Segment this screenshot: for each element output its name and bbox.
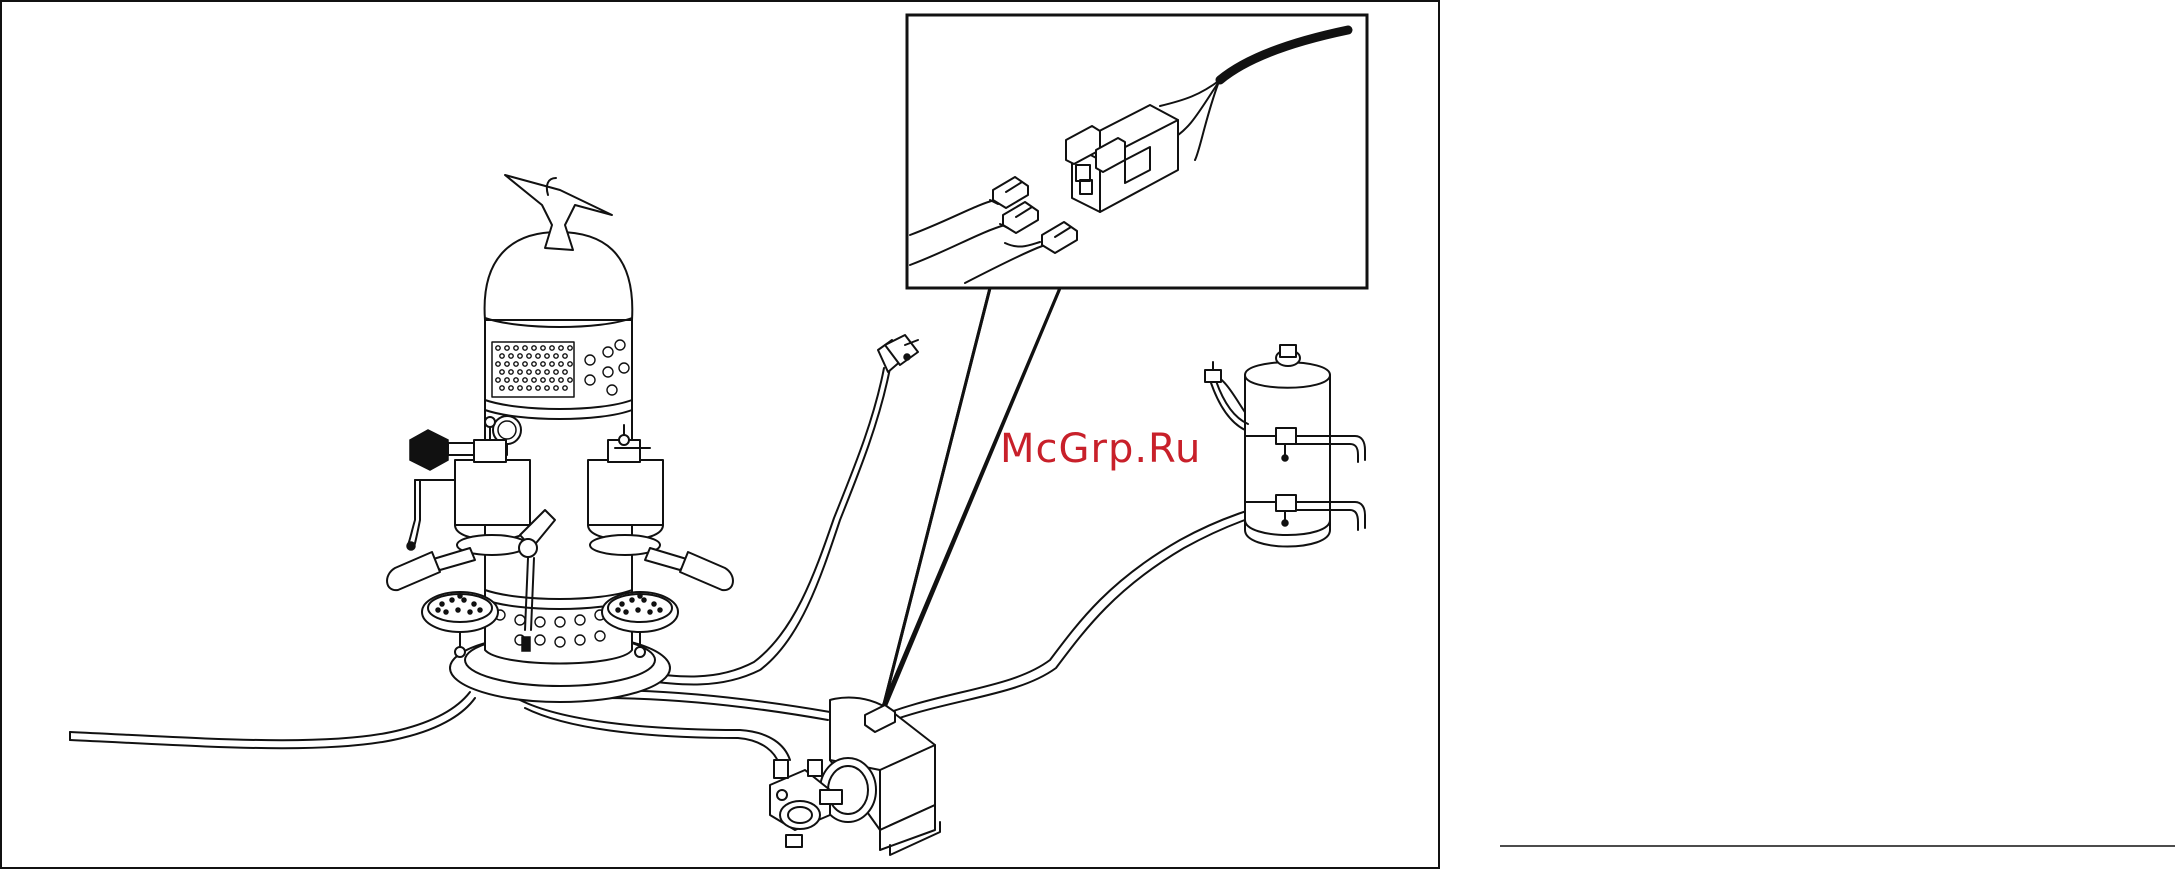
vent-hole	[563, 370, 567, 374]
vent-hole	[559, 362, 563, 366]
vent-hole	[514, 346, 518, 350]
vent-hole	[496, 378, 500, 382]
vent-hole	[568, 346, 572, 350]
vent-hole	[559, 378, 563, 382]
porthole	[603, 367, 613, 377]
tray-hole	[638, 594, 642, 598]
vent-hole	[509, 354, 513, 358]
vent-hole	[554, 354, 558, 358]
vent-hole	[518, 354, 522, 358]
tray-hole	[620, 602, 624, 606]
vent-hole	[536, 370, 540, 374]
tray-hole	[468, 610, 472, 614]
water-pump	[770, 698, 940, 856]
vent-hole	[505, 378, 509, 382]
porthole	[555, 637, 565, 647]
vent-hole	[545, 354, 549, 358]
vent-hole	[554, 370, 558, 374]
vent-hole	[523, 378, 527, 382]
porthole	[515, 615, 525, 625]
vent-hole	[527, 354, 531, 358]
vent-hole	[550, 378, 554, 382]
vent-hole	[518, 386, 522, 390]
vent-hole	[545, 386, 549, 390]
porthole	[575, 615, 585, 625]
tray-hole	[462, 598, 466, 602]
tray-hole	[630, 598, 634, 602]
tray-hole	[478, 608, 482, 612]
tray-hole	[648, 610, 652, 614]
porthole	[619, 363, 629, 373]
porthole	[607, 385, 617, 395]
vent-hole	[500, 370, 504, 374]
tray-hole	[472, 602, 476, 606]
tray-hole	[642, 598, 646, 602]
vent-hole	[541, 362, 545, 366]
tray-hole	[440, 602, 444, 606]
vent-hole	[514, 362, 518, 366]
power-plug	[878, 335, 918, 372]
vent-hole	[527, 370, 531, 374]
porthole	[555, 617, 565, 627]
tray-hole	[456, 608, 460, 612]
vent-hole	[563, 354, 567, 358]
vent-hole	[505, 346, 509, 350]
portafilter-handle-right	[645, 548, 733, 590]
vent-hole	[541, 378, 545, 382]
tray-hole	[450, 598, 454, 602]
porthole	[535, 617, 545, 627]
porthole	[535, 635, 545, 645]
vent-hole	[496, 362, 500, 366]
tray-hole	[652, 602, 656, 606]
porthole	[585, 375, 595, 385]
porthole	[585, 355, 595, 365]
vent-hole	[500, 354, 504, 358]
tray-hole	[444, 610, 448, 614]
vent-hole	[500, 386, 504, 390]
vent-hole	[532, 378, 536, 382]
tray-hole	[458, 594, 462, 598]
watermark-text: McGrp.Ru	[1000, 426, 1201, 472]
vent-hole	[541, 346, 545, 350]
vent-hole	[568, 362, 572, 366]
vent-hole	[523, 362, 527, 366]
porthole	[595, 631, 605, 641]
vent-hole	[554, 386, 558, 390]
vent-hole	[518, 370, 522, 374]
power-cable	[640, 368, 890, 684]
vent-hole	[550, 346, 554, 350]
vent-hole	[568, 378, 572, 382]
tray-hole	[636, 608, 640, 612]
tray-hole	[658, 608, 662, 612]
vent-hole	[559, 346, 563, 350]
vent-hole	[550, 362, 554, 366]
vent-hole	[505, 362, 509, 366]
vent-hole	[496, 346, 500, 350]
vent-hole	[532, 346, 536, 350]
vent-hole	[514, 378, 518, 382]
portafilter-handle-left	[387, 548, 475, 590]
vent-hole	[536, 354, 540, 358]
vent-hole	[563, 386, 567, 390]
vent-hole	[532, 362, 536, 366]
porthole	[603, 347, 613, 357]
vent-hole	[545, 370, 549, 374]
porthole	[575, 635, 585, 645]
tray-hole	[436, 608, 440, 612]
tray-hole	[624, 610, 628, 614]
vent-hole	[523, 346, 527, 350]
vent-hole	[527, 386, 531, 390]
vent-hole	[536, 386, 540, 390]
vent-hole	[509, 370, 513, 374]
tray-hole	[616, 608, 620, 612]
vent-hole	[509, 386, 513, 390]
porthole	[615, 340, 625, 350]
